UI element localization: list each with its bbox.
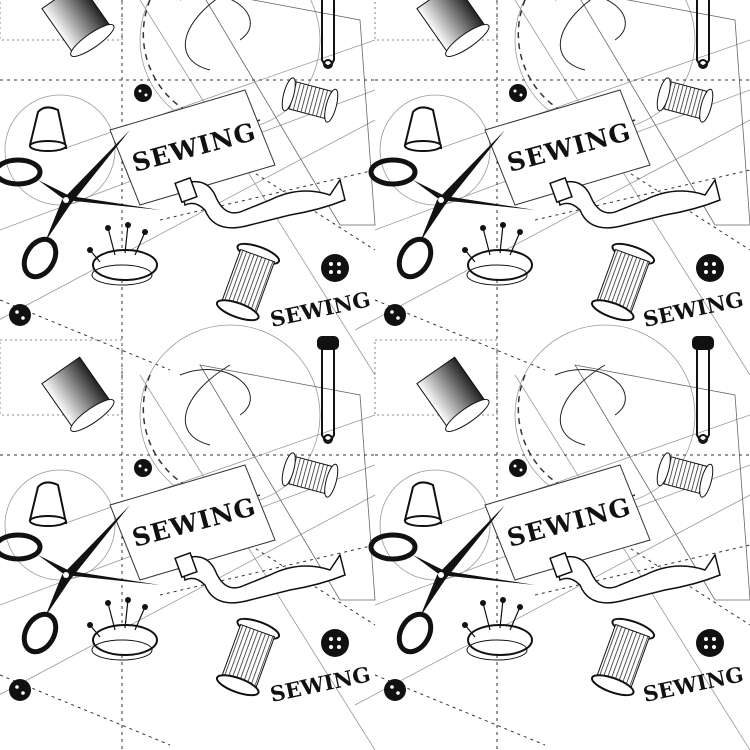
sewing-label: SEWING <box>268 661 373 707</box>
sewing-label: SEWING <box>641 661 746 707</box>
sewing-label: SEWING <box>641 286 746 332</box>
sewing-label: SEWING <box>268 286 373 332</box>
